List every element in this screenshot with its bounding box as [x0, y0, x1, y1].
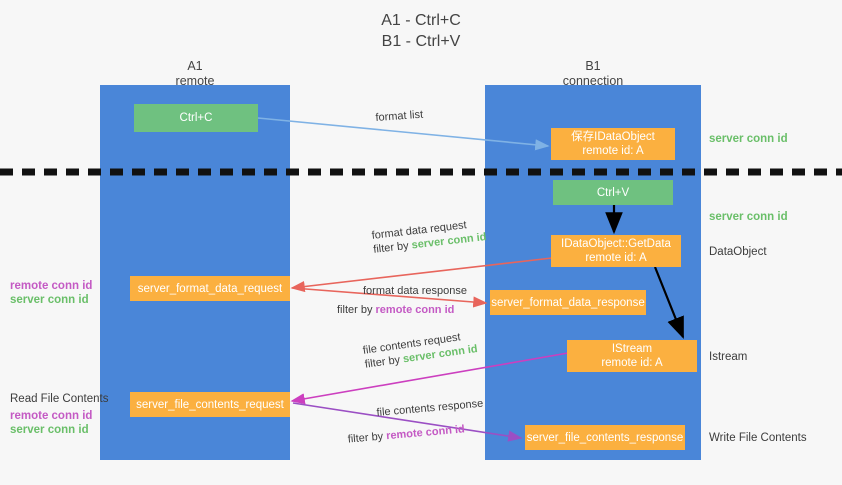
node-istream-title: IStream: [611, 343, 653, 355]
node-save-idataobject-sub: remote id: A: [582, 145, 644, 157]
node-save-idataobject-title: 保存IDataObject: [571, 131, 655, 143]
edge-label-file-contents-response-filter-value: remote conn id: [385, 423, 466, 443]
node-ctrl-c[interactable]: Ctrl+C: [134, 104, 258, 132]
edge-label-format-data-request-filter-prefix: filter by: [372, 239, 413, 256]
node-istream[interactable]: IStream remote id: A: [567, 340, 697, 372]
diagram-title: A1 - Ctrl+C B1 - Ctrl+V: [0, 10, 842, 52]
label-server-conn-id-second: server conn id: [709, 211, 788, 223]
node-server-format-data-response-label: server_format_data_response: [491, 296, 645, 309]
node-idataobject-getdata[interactable]: IDataObject::GetData remote id: A: [551, 235, 681, 267]
label-istream: Istream: [709, 351, 748, 363]
edge-label-file-contents-response-filter: filter by remote conn id: [347, 421, 486, 447]
node-server-format-data-response[interactable]: server_format_data_response: [490, 290, 646, 315]
node-idataobject-getdata-sub: remote id: A: [585, 252, 647, 264]
edge-label-format-data-response-filter-prefix: filter by: [337, 304, 376, 316]
lane-header-a1-sub: remote: [175, 74, 215, 88]
title-line-1: A1 - Ctrl+C: [381, 12, 461, 29]
lane-header-b1-name: B1: [585, 59, 601, 73]
edge-label-format-data-response-line1: format data response: [363, 285, 467, 297]
edge-label-file-contents-request-filter-prefix: filter by: [364, 353, 404, 371]
label-read-file-contents: Read File Contents: [10, 393, 109, 405]
node-server-format-data-request-label: server_format_data_request: [137, 282, 283, 295]
edge-label-file-contents-response: file contents response filter by remote …: [347, 397, 486, 446]
label-dataobject: DataObject: [709, 246, 767, 258]
edge-label-format-list-text: format list: [375, 108, 424, 124]
edge-label-format-data-request: format data request filter by server con…: [371, 216, 487, 257]
lane-header-a1: A1 remote: [100, 59, 290, 89]
node-istream-sub: remote id: A: [601, 357, 663, 369]
edge-label-file-contents-response-line1: file contents response: [376, 397, 484, 419]
label-write-file-contents: Write File Contents: [709, 432, 807, 444]
node-server-file-contents-response[interactable]: server_file_contents_response: [525, 425, 685, 450]
label-file-server-conn-id: server conn id: [10, 424, 89, 436]
title-line-2: B1 - Ctrl+V: [381, 33, 461, 50]
label-file-remote-conn-id: remote conn id: [10, 410, 93, 422]
node-ctrl-c-label: Ctrl+C: [179, 112, 213, 124]
node-server-file-contents-request[interactable]: server_file_contents_request: [130, 392, 290, 417]
lane-header-b1-sub: connection: [562, 74, 624, 88]
node-ctrl-v[interactable]: Ctrl+V: [553, 180, 673, 205]
edge-label-format-data-response-filter: filter by remote conn id: [337, 303, 467, 317]
edge-label-file-contents-request: file contents request filter by server c…: [362, 328, 479, 372]
node-save-idataobject[interactable]: 保存IDataObject remote id: A: [551, 128, 675, 160]
edge-label-format-list: format list: [375, 108, 424, 125]
node-server-format-data-request[interactable]: server_format_data_request: [130, 276, 290, 301]
edge-label-format-data-response: format data response filter by remote co…: [337, 284, 467, 317]
node-server-file-contents-response-label: server_file_contents_response: [526, 431, 684, 444]
lane-header-b1: B1 connection: [485, 59, 701, 89]
label-format-server-conn-id: server conn id: [10, 294, 89, 306]
node-ctrl-v-label: Ctrl+V: [596, 186, 630, 199]
label-format-conn-ids: remote conn id server conn id: [10, 279, 92, 307]
lane-header-a1-name: A1: [187, 59, 203, 73]
label-file-conn-ids: remote conn id server conn id: [10, 409, 92, 437]
node-server-file-contents-request-label: server_file_contents_request: [136, 398, 284, 411]
edge-label-format-data-response-filter-value: remote conn id: [375, 304, 455, 316]
label-format-remote-conn-id: remote conn id: [10, 280, 93, 292]
label-server-conn-id-top: server conn id: [709, 133, 788, 145]
node-idataobject-getdata-title: IDataObject::GetData: [561, 238, 671, 250]
edge-label-file-contents-response-filter-prefix: filter by: [347, 430, 387, 446]
